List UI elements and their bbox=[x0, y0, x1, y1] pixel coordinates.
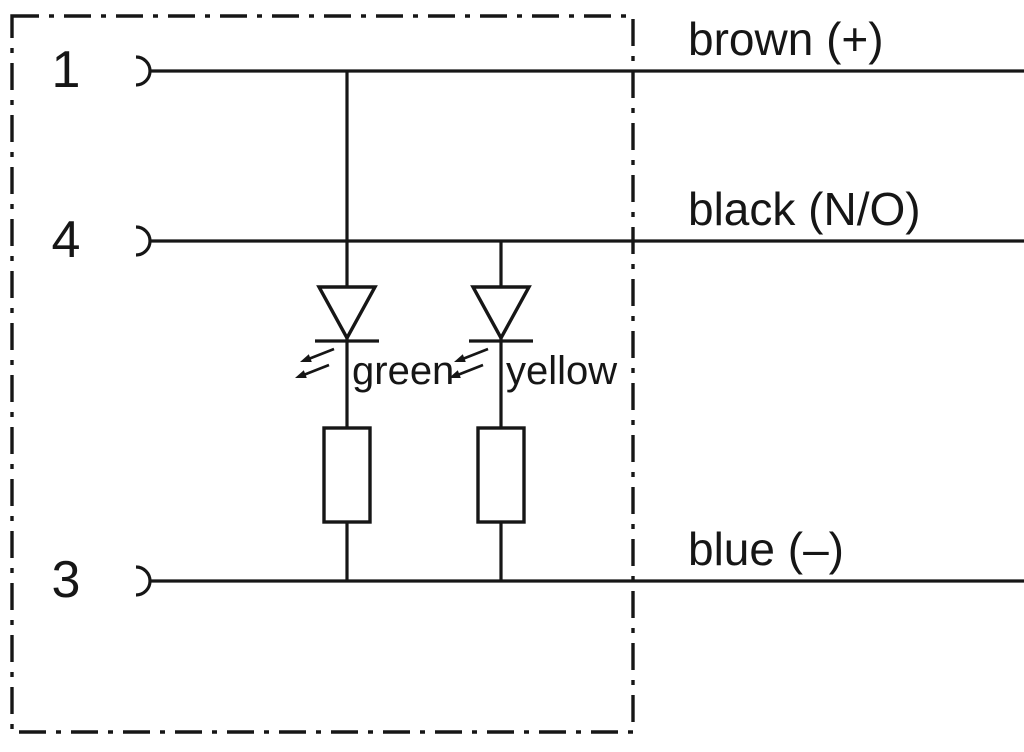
wire-brown-label: brown (+) bbox=[688, 13, 884, 65]
pin-3-label: 3 bbox=[52, 551, 81, 609]
pin-4-contact-icon bbox=[135, 225, 152, 257]
wire-blue-label: blue (–) bbox=[688, 523, 844, 575]
pin-4-label: 4 bbox=[52, 211, 81, 269]
led-green-label: green bbox=[352, 349, 454, 393]
led-yellow-label: yellow bbox=[506, 349, 617, 393]
resistor-1-icon bbox=[322, 426, 372, 524]
pin-3-contact-icon bbox=[135, 565, 152, 597]
wire-black-label: black (N/O) bbox=[688, 183, 921, 235]
resistor-2-icon bbox=[476, 426, 526, 524]
pin-1-contact-icon bbox=[135, 55, 152, 87]
pin-1-label: 1 bbox=[52, 41, 81, 99]
